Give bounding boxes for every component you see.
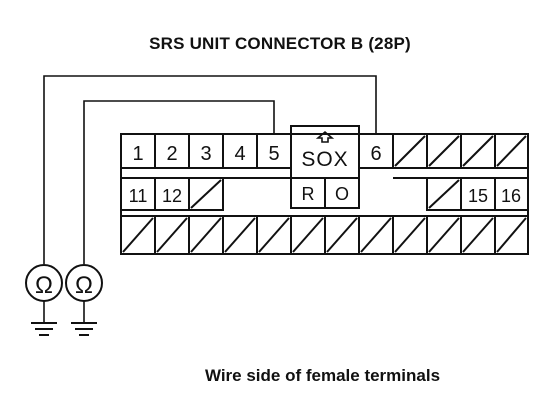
empty-slash: [258, 217, 290, 253]
terminal-label-3: 3: [200, 143, 211, 165]
empty-slash: [462, 135, 494, 167]
empty-slash: [156, 217, 188, 253]
terminal-label-5: 5: [268, 143, 279, 165]
terminal-label-11: 11: [129, 186, 148, 206]
center-box-o-frame: [324, 177, 360, 209]
row1-right-empty-cells: [392, 133, 529, 169]
empty-slash: [428, 217, 460, 253]
ohmmeter-left: Ω: [25, 264, 63, 336]
empty-slash: [428, 179, 460, 209]
diagram-title: SRS UNIT CONNECTOR B (28P): [149, 34, 411, 53]
center-box-r: R: [302, 184, 315, 204]
ohmmeter-right: Ω: [65, 264, 103, 336]
empty-slash: [326, 217, 358, 253]
empty-slash: [224, 217, 256, 253]
terminal-label-1: 1: [132, 143, 143, 165]
terminal-label-15: 15: [468, 186, 488, 206]
empty-slash: [122, 217, 154, 253]
row3-empty-cells: [121, 215, 528, 254]
terminal-cell-16: [494, 177, 529, 211]
row2-left-cells: [120, 177, 291, 211]
ohm-symbol: Ω: [35, 272, 53, 299]
empty-cell: [494, 133, 529, 169]
empty-slash: [394, 135, 426, 167]
center-box-o: O: [335, 184, 349, 204]
lead-wire-terminal-5: [83, 100, 275, 264]
empty-slash: [496, 135, 527, 167]
center-label-sox: SOX: [301, 148, 348, 171]
row2-right-cells: [393, 177, 529, 211]
empty-slash: [462, 217, 494, 253]
empty-cell: [188, 177, 224, 211]
terminal-label-12: 12: [162, 186, 182, 206]
key-tab: [290, 125, 360, 134]
empty-slash: [428, 135, 460, 167]
empty-slash: [190, 179, 222, 209]
terminal-label-6: 6: [370, 143, 381, 165]
diagram-caption: Wire side of female terminals: [204, 366, 441, 385]
empty-slash: [360, 217, 392, 253]
empty-slash: [394, 217, 426, 253]
ohm-symbol: Ω: [75, 272, 93, 299]
up-arrow-icon: [315, 130, 335, 143]
terminal-label-2: 2: [166, 143, 177, 165]
empty-slash: [292, 217, 324, 253]
empty-slash: [496, 217, 527, 253]
terminal-label-16: 16: [501, 186, 521, 206]
terminal-label-4: 4: [234, 143, 245, 165]
ground-icon: [71, 322, 97, 336]
ground-icon: [31, 322, 57, 336]
lead-wire-terminal-6: [43, 75, 377, 264]
empty-slash: [190, 217, 222, 253]
